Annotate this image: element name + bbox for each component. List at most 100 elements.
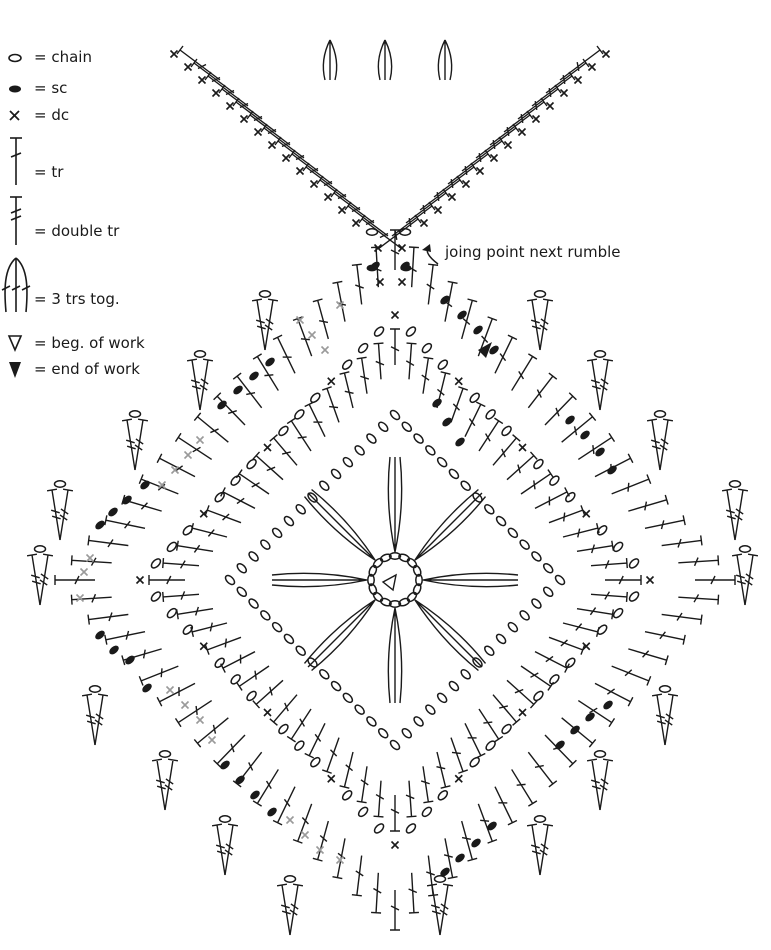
chain-stitch bbox=[373, 325, 385, 337]
chain-stitch bbox=[518, 609, 530, 621]
legend-label-3-trs-tog: = 3 trs tog. bbox=[34, 290, 120, 308]
tr-stitch bbox=[60, 489, 73, 540]
chain-stitch bbox=[236, 586, 248, 598]
dc-stitch bbox=[435, 207, 442, 214]
tr-stitch bbox=[252, 299, 266, 350]
chain-stitch bbox=[424, 703, 436, 715]
dc-stitch bbox=[264, 709, 271, 716]
tr-stitch bbox=[253, 769, 278, 806]
tr-stitch bbox=[493, 435, 520, 466]
dc-stitch bbox=[287, 817, 294, 824]
tr-stitch bbox=[612, 666, 651, 685]
chain-stitch bbox=[660, 686, 671, 692]
sc-stitch bbox=[266, 806, 279, 818]
tr-stitch bbox=[421, 766, 433, 802]
tr-stitch bbox=[528, 752, 556, 787]
tr-stitch bbox=[479, 418, 503, 451]
chain-stitch bbox=[166, 607, 178, 619]
dc-stitch bbox=[328, 775, 335, 782]
dc-stitch bbox=[421, 220, 428, 227]
tr-stitch bbox=[535, 652, 569, 673]
chain-stitch bbox=[448, 680, 460, 692]
chain-stitch bbox=[259, 609, 271, 621]
dc-stitch bbox=[264, 444, 271, 451]
chain-stitch bbox=[542, 562, 554, 574]
dc-stitch bbox=[455, 378, 462, 385]
tr-stitch bbox=[95, 694, 108, 745]
chain-stitch bbox=[530, 597, 542, 609]
dc-stitch bbox=[519, 709, 526, 716]
chain-stitch bbox=[460, 668, 472, 680]
tr-stitch bbox=[528, 373, 556, 408]
chain-stitch bbox=[150, 590, 162, 602]
tr-stitch bbox=[504, 98, 547, 132]
chain-stitch bbox=[469, 392, 481, 404]
chain-stitch bbox=[469, 756, 481, 768]
tr-stitch bbox=[678, 594, 718, 604]
tr-stitch bbox=[518, 85, 561, 119]
chain-stitch bbox=[389, 409, 401, 421]
tr-stitch bbox=[317, 176, 360, 210]
sc-stitch bbox=[564, 414, 577, 426]
chain-stitch bbox=[309, 756, 321, 768]
tr-stitch bbox=[27, 554, 41, 605]
chain-stitch bbox=[357, 806, 369, 818]
chain-stitch bbox=[55, 481, 66, 487]
dc-stitch bbox=[81, 569, 88, 576]
legend-label-sc: = sc bbox=[34, 79, 67, 97]
tr-stitch bbox=[660, 419, 673, 470]
dc-stitch bbox=[463, 181, 470, 188]
tr-stitch bbox=[331, 189, 374, 223]
chain-stitch bbox=[377, 421, 389, 433]
chain-stitch bbox=[437, 789, 449, 801]
tr-stitch bbox=[205, 72, 248, 106]
chain-stitch bbox=[483, 645, 495, 657]
tr-stitch bbox=[406, 781, 416, 817]
tr-stitch bbox=[645, 515, 685, 529]
sc-stitch bbox=[454, 852, 467, 864]
chain-stitch bbox=[500, 425, 512, 437]
tr-stitch bbox=[436, 752, 450, 788]
tr-stitch bbox=[678, 555, 718, 565]
tr-stitch bbox=[247, 111, 290, 145]
chain-stitch bbox=[195, 351, 206, 357]
tr-stitch bbox=[313, 821, 328, 861]
chain-stitch bbox=[357, 342, 369, 354]
sc-stitch bbox=[454, 436, 467, 448]
tr-stitch bbox=[546, 59, 589, 93]
tr-stitch bbox=[206, 637, 241, 654]
tr-stitch bbox=[448, 150, 491, 184]
sc-stitch bbox=[107, 506, 120, 518]
dc-stitch bbox=[197, 717, 204, 724]
chain-stitch bbox=[412, 565, 422, 578]
tr-stitch bbox=[390, 329, 400, 365]
tr-stitch bbox=[451, 387, 468, 423]
chart-body bbox=[27, 40, 758, 935]
chain-stitch bbox=[353, 444, 365, 456]
tr-stitch bbox=[352, 264, 364, 304]
sc-stitch bbox=[367, 265, 378, 272]
tr-stitch bbox=[233, 98, 276, 132]
chain-stitch bbox=[309, 392, 321, 404]
tr-stitch bbox=[562, 413, 596, 442]
tr-stitch bbox=[406, 343, 416, 379]
tr-stitch bbox=[507, 452, 537, 480]
chain-stitch bbox=[495, 515, 507, 527]
tr-stitch bbox=[371, 873, 381, 913]
tr-stitch bbox=[105, 631, 145, 645]
chain-stitch bbox=[542, 586, 554, 598]
dc-stitch bbox=[519, 444, 526, 451]
tr-stitch bbox=[545, 735, 576, 767]
tr-stitch bbox=[175, 701, 211, 727]
three-trs-tog-symbol-icon bbox=[2, 258, 30, 312]
chain-stitch bbox=[224, 574, 236, 586]
chain-stitch bbox=[341, 789, 353, 801]
tr-stitch bbox=[139, 666, 178, 685]
tr-stitch bbox=[40, 554, 53, 605]
sc-symbol-icon bbox=[9, 86, 21, 93]
chain-stitch bbox=[365, 715, 377, 727]
tr-stitch bbox=[82, 694, 96, 745]
chain-stitch bbox=[628, 557, 640, 569]
sc-stitch bbox=[108, 644, 121, 656]
